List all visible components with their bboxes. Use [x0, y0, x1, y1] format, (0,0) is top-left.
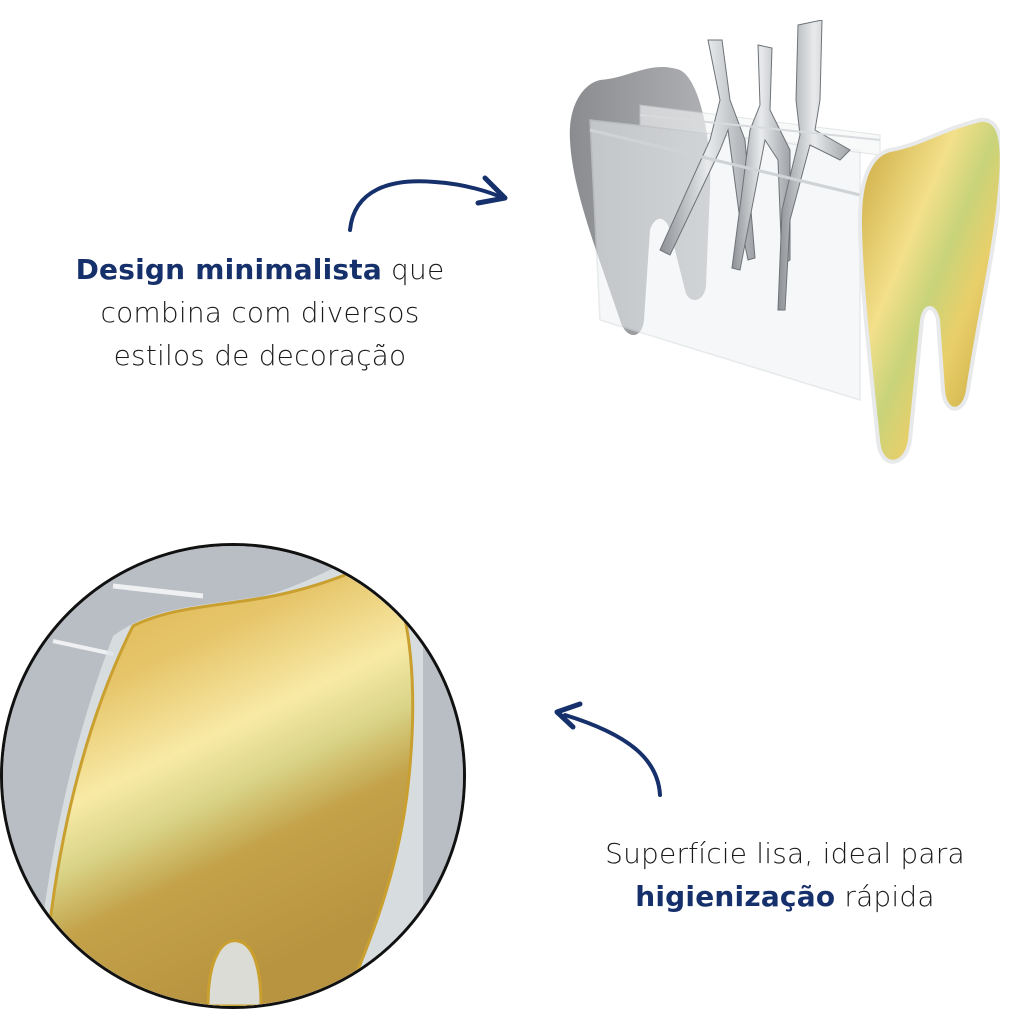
caption-line-1: Design minimalista que [75, 253, 445, 286]
product-image-tooth-holder [569, 20, 1000, 464]
caption-line-2: combina com diversos [100, 296, 420, 329]
caption-line-1: Superfície lisa, ideal para [605, 837, 965, 870]
caption-highlight: higienização [635, 880, 836, 913]
caption-line-3: estilos de decoração [113, 339, 407, 372]
caption-line-2: higienização rápida [635, 880, 935, 913]
caption-highlight: Design minimalista [75, 253, 382, 286]
caption-superficie-lisa: Superfície lisa, ideal para higienização… [555, 832, 1015, 918]
curved-arrow-right-icon [348, 175, 508, 232]
detail-zoom-circle [0, 543, 466, 1009]
curved-arrow-left-icon [554, 701, 662, 797]
caption-design-minimalista: Design minimalista que combina com diver… [40, 248, 480, 377]
detail-image-gold-surface [3, 546, 463, 1006]
